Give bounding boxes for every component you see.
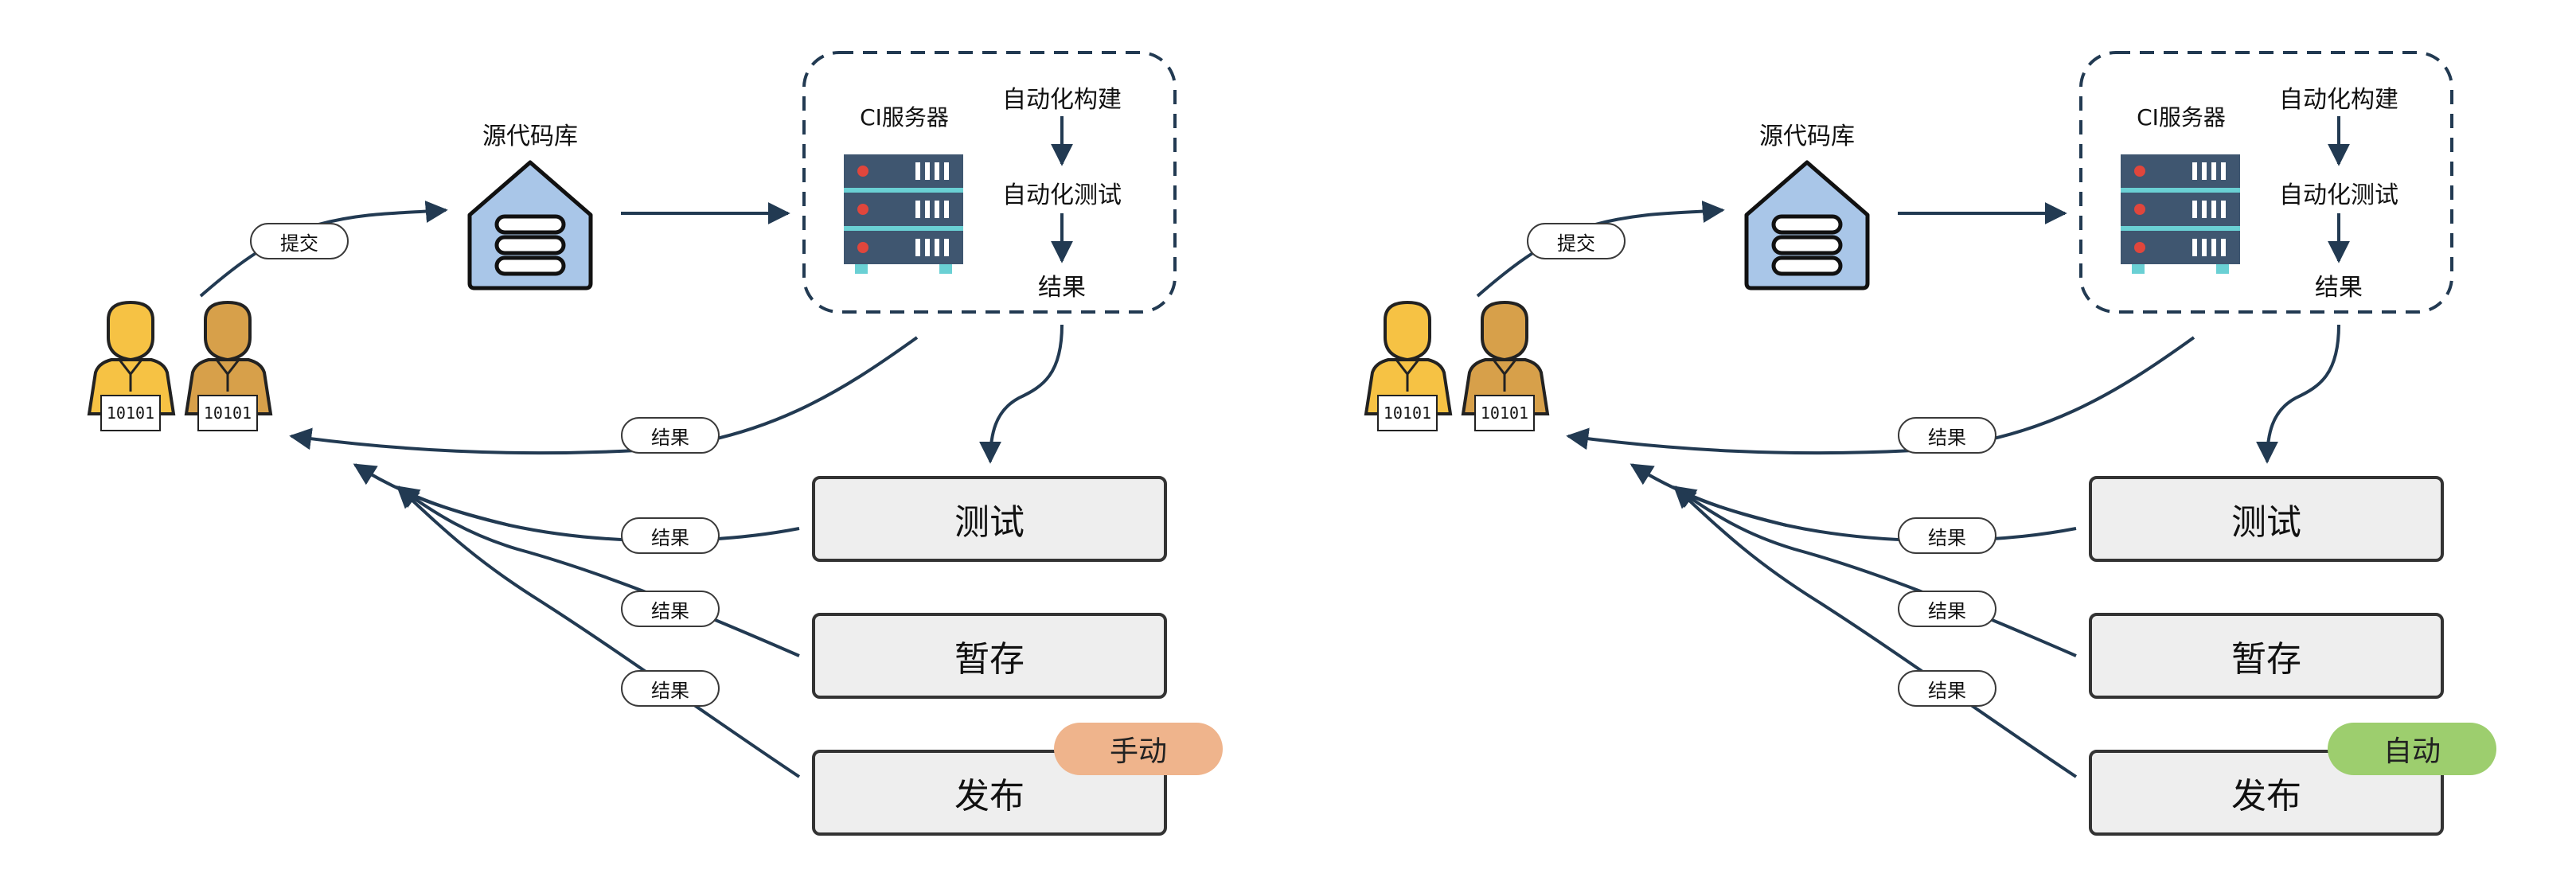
step-test: 自动化测试	[1002, 181, 1122, 209]
ci-server-label: CI服务器	[2137, 104, 2226, 131]
repository-icon	[1744, 160, 1870, 290]
release-result-arrow	[396, 485, 801, 778]
repo-label: 源代码库	[482, 123, 578, 150]
manual-deploy-panel: 10101 10101 源代码库 CI服务器 自动化构建 自动化测试 结果 提交…	[87, 51, 1223, 836]
automatic-deploy-panel: 10101 10101 源代码库 CI服务器 自动化构建 自动化测试 结果 提交…	[1277, 0, 2565, 885]
repo-label: 源代码库	[1759, 123, 1855, 150]
result-pill-release: 结果	[1898, 670, 1996, 707]
commit-pill: 提交	[250, 223, 349, 259]
step-build: 自动化构建	[1002, 86, 1122, 114]
step-test: 自动化测试	[2279, 181, 2398, 209]
ci-result-arrow	[289, 336, 919, 455]
stage-test: 测试	[2089, 476, 2444, 562]
ci-to-stage-arrow	[2256, 324, 2340, 464]
step-build: 自动化构建	[2279, 86, 2398, 114]
ci-server-label: CI服务器	[860, 104, 949, 131]
result-pill-staging: 结果	[621, 591, 720, 627]
ci-boundary	[2079, 51, 2453, 314]
staging-result-arrow	[1672, 485, 2077, 657]
result-pill-test: 结果	[1898, 517, 1996, 554]
server-icon	[2121, 154, 2240, 274]
commit-pill: 提交	[1527, 223, 1626, 259]
ci-to-stage-arrow	[979, 324, 1064, 464]
developer-card-1: 10101	[1377, 395, 1438, 431]
repository-icon	[467, 160, 593, 290]
staging-result-arrow	[396, 485, 800, 657]
panel-connectors	[87, 51, 1177, 778]
stage-staging: 暂存	[812, 613, 1167, 699]
automatic-badge: 自动	[2328, 723, 2496, 775]
server-icon	[844, 154, 963, 274]
stage-staging: 暂存	[2089, 613, 2444, 699]
ci-boundary	[802, 51, 1177, 314]
result-pill-test: 结果	[621, 517, 720, 554]
developer-card-2: 10101	[197, 395, 258, 431]
manual-badge: 手动	[1054, 723, 1223, 775]
panel-connectors	[1364, 51, 2453, 778]
release-result-arrow	[1672, 485, 2078, 778]
stage-test: 测试	[812, 476, 1167, 562]
result-pill-ci: 结果	[1898, 417, 1996, 454]
result-pill-staging: 结果	[1898, 591, 1996, 627]
developer-card-1: 10101	[100, 395, 161, 431]
step-result: 结果	[1038, 274, 1086, 302]
stage-release: 发布	[812, 750, 1167, 836]
step-result: 结果	[2315, 274, 2363, 302]
developer-card-2: 10101	[1474, 395, 1535, 431]
ci-result-arrow	[1566, 336, 2195, 455]
result-pill-release: 结果	[621, 670, 720, 707]
result-pill-ci: 结果	[621, 417, 720, 454]
